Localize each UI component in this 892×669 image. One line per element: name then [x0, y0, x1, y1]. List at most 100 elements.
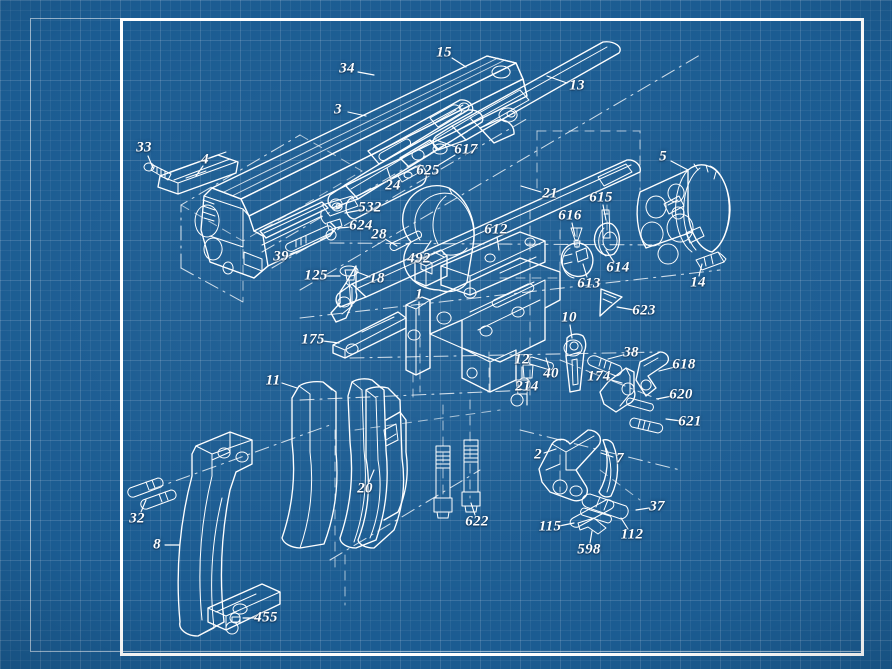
callout-621: 621 [678, 413, 702, 430]
leader-line-614 [605, 249, 615, 263]
part-621-screw [629, 417, 664, 434]
part-115-pin [569, 499, 615, 528]
part-20-guard-strap [357, 386, 405, 549]
part-3-barrel [194, 55, 528, 279]
part-214-screw [517, 364, 534, 391]
leader-line-175 [322, 340, 340, 344]
callout-174: 174 [587, 368, 611, 385]
leader-line-15 [451, 57, 467, 68]
leader-line-33 [147, 155, 154, 169]
callout-40: 40 [543, 365, 559, 382]
part-2-trigger-bolt [538, 429, 602, 502]
leader-line-598 [589, 530, 593, 544]
callout-34: 34 [339, 60, 355, 77]
part-1-frame [405, 257, 561, 393]
callout-492: 492 [407, 250, 431, 267]
callout-614: 614 [606, 259, 630, 276]
part-623-spring [599, 288, 623, 317]
part-39-screw [285, 225, 334, 252]
part-24-cylinder-pin [345, 164, 427, 220]
part-618-lever [635, 351, 670, 397]
callout-7: 7 [616, 450, 624, 467]
callout-3: 3 [334, 101, 342, 118]
callout-33: 33 [136, 139, 152, 156]
part-32-screws [127, 477, 177, 510]
part-11-grip-left [281, 381, 338, 549]
callout-10: 10 [561, 309, 577, 326]
leader-line-20 [368, 469, 375, 483]
callout-32: 32 [129, 510, 145, 527]
leader-line-5 [670, 160, 689, 171]
leader-line-622 [470, 502, 476, 516]
part-112-pin [580, 507, 612, 524]
leader-line-39 [289, 247, 307, 255]
part-532-bracket [320, 195, 359, 225]
part-616-screw [570, 227, 583, 248]
callout-625: 625 [416, 162, 440, 179]
leader-line-115 [558, 522, 575, 527]
leader-line-112 [620, 517, 629, 530]
leader-line-37 [635, 507, 650, 511]
leader-line-2 [543, 448, 557, 454]
leader-line-492 [422, 240, 432, 254]
part-8-backstrap [177, 431, 281, 637]
leader-line-613 [582, 263, 588, 278]
part-33-screw [143, 162, 172, 181]
leader-line-3 [347, 111, 367, 117]
leader-line-21 [520, 185, 542, 193]
part-21-under-rod [335, 159, 641, 308]
leader-line-38 [607, 354, 624, 360]
callout-622: 622 [465, 513, 489, 530]
part-622-screws [433, 439, 481, 519]
leader-line-14 [698, 263, 703, 277]
part-40-pin [528, 356, 554, 371]
callout-12: 12 [514, 351, 530, 368]
callout-112: 112 [620, 526, 644, 543]
callout-598: 598 [577, 541, 601, 558]
callout-620: 620 [669, 386, 693, 403]
part-15-loading-lever [327, 99, 484, 210]
callout-618: 618 [672, 356, 696, 373]
callout-28: 28 [371, 226, 387, 243]
callout-214: 214 [515, 378, 539, 395]
callout-624: 624 [349, 217, 373, 234]
leader-line-28 [384, 238, 398, 247]
part-28-pin [389, 230, 423, 251]
leader-line-10 [569, 324, 573, 339]
part-612-top-strap [414, 231, 546, 296]
leader-lines [140, 57, 703, 619]
leader-line-32 [140, 499, 147, 513]
callout-24: 24 [385, 177, 401, 194]
part-617-plunger [429, 104, 462, 128]
callout-13: 13 [569, 77, 585, 94]
callout-612: 612 [484, 221, 508, 238]
part-175-mainspring [332, 311, 407, 359]
callout-617: 617 [454, 141, 478, 158]
leader-line-11 [281, 382, 298, 389]
callout-37: 37 [649, 498, 665, 515]
part-13-loading-lever-rod [432, 41, 621, 155]
leader-line-612 [496, 236, 500, 251]
callout-115: 115 [538, 518, 562, 535]
callout-616: 616 [558, 207, 582, 224]
leader-line-24 [386, 167, 392, 181]
part-7-spring [598, 439, 619, 498]
callout-4: 4 [201, 151, 209, 168]
part-14-wedge [695, 251, 727, 271]
part-614-cone [593, 222, 621, 257]
leader-line-34 [357, 71, 375, 76]
callout-15: 15 [436, 44, 452, 61]
leader-line-624 [337, 226, 353, 229]
callout-532: 532 [358, 199, 382, 216]
leader-line-623 [616, 306, 635, 311]
part-11-grip-right [339, 378, 408, 549]
leader-line-621 [665, 418, 682, 422]
callout-455: 455 [254, 609, 278, 626]
part-625-pin [378, 138, 412, 161]
leader-line-616 [571, 222, 576, 237]
part-10-hammer [563, 333, 587, 393]
callout-39: 39 [273, 248, 289, 265]
part-174-bolt [599, 367, 636, 413]
part-5-cylinder [636, 163, 731, 265]
